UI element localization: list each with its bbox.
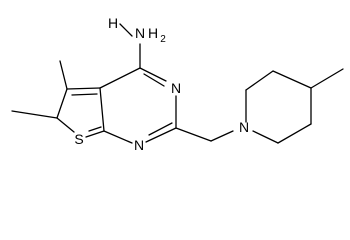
atom-label-nh2-n: N — [135, 25, 145, 41]
bond-c3p-c4p — [272, 70, 312, 89]
atom-label-nh2-subscript: 2 — [160, 34, 166, 45]
bond-c5-methyl — [59, 60, 68, 90]
bond-c4p-methyl — [310, 68, 344, 89]
bond-c5-c6 — [56, 88, 68, 119]
bond-s-c7a-b — [88, 126, 102, 132]
bond-nh-nh2 — [119, 23, 133, 37]
bond-n1-c7a — [103, 130, 133, 144]
bond-c2-n1-a — [145, 127, 177, 143]
bond-c4-c4a — [99, 67, 141, 89]
atom-label-nh2-h: H — [148, 25, 158, 41]
bond-lines — [11, 23, 344, 144]
bond-s-c7a-a — [85, 130, 105, 138]
bond-c2-ch2 — [175, 127, 212, 142]
bond-c6p-npip — [252, 130, 279, 144]
atom-label-npip: N — [239, 119, 249, 135]
atom-label-n1: N — [134, 137, 144, 153]
bond-c6-s — [56, 117, 75, 133]
bond-ch2-npip — [210, 130, 234, 142]
bond-c5p-c6p — [277, 123, 312, 144]
molecule-structure: H N H 2 N N S N — [11, 15, 344, 153]
bond-c4a-c5-a — [66, 87, 101, 90]
bond-c2p-c3p — [245, 70, 274, 91]
bond-c6-methyl — [11, 110, 58, 119]
bond-c2-n1-b — [148, 122, 173, 136]
bond-c4a-c5-b — [71, 93, 98, 96]
atom-label-s: S — [74, 131, 83, 147]
atom-labels: H N H 2 N N S N — [74, 15, 249, 153]
atom-label-n3: N — [171, 80, 181, 96]
atom-label-nh: H — [108, 15, 118, 31]
bond-c4-n3-b — [143, 73, 165, 87]
bond-c4-n3-a — [139, 67, 167, 82]
bond-c7a-c4a — [99, 87, 105, 132]
